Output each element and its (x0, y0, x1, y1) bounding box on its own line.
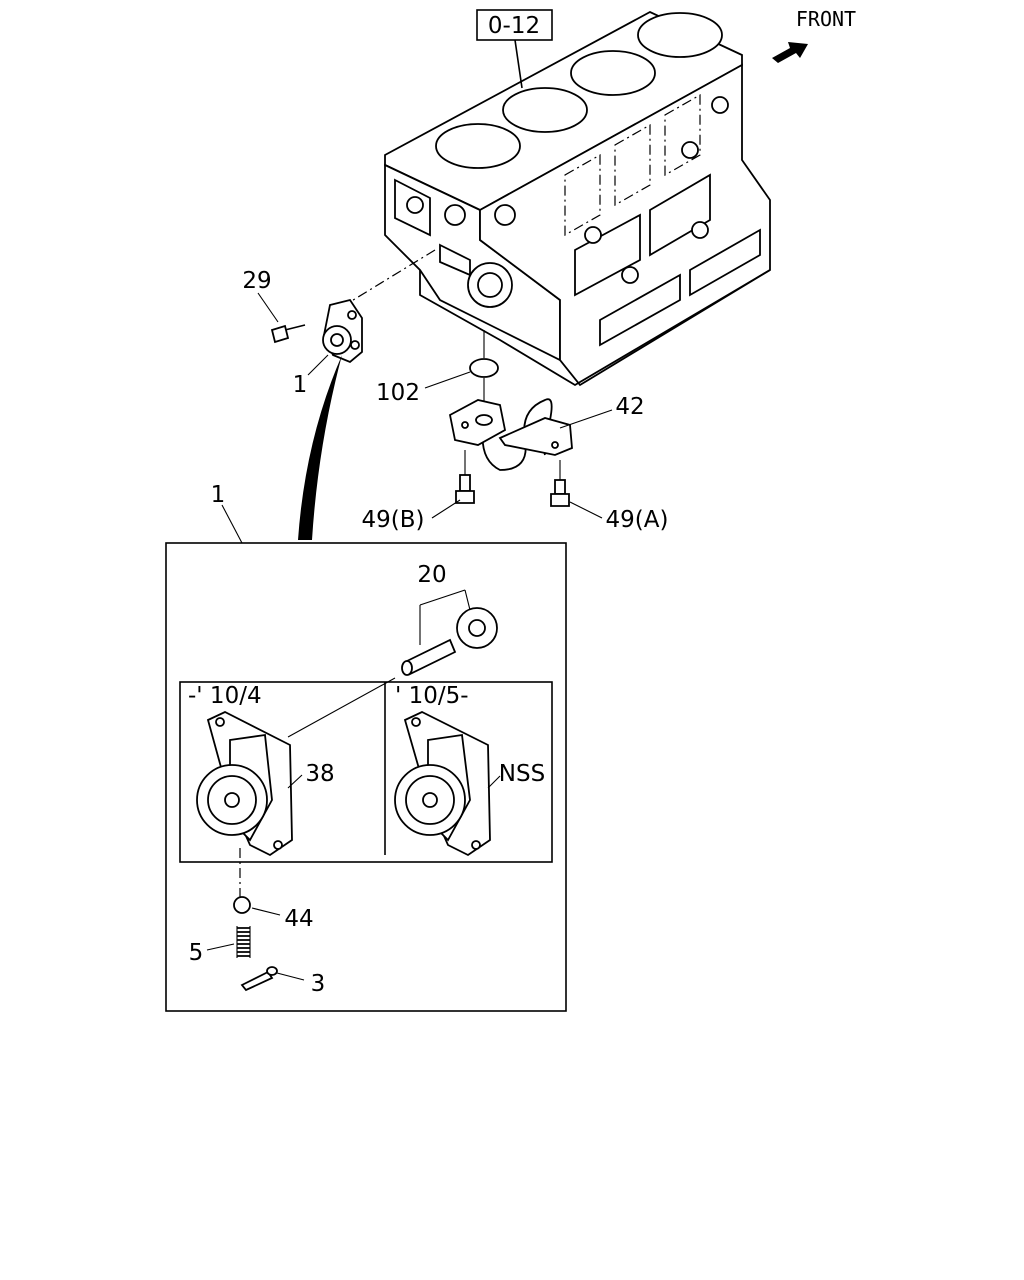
oil-pump-nss (394, 710, 491, 857)
bolt-49b (455, 450, 475, 504)
drive-gear-20 (456, 607, 498, 649)
callout-29: 29 (242, 268, 271, 294)
bolt-29 (270, 324, 306, 344)
callout-42: 42 (615, 394, 644, 420)
relief-spring-5 (236, 926, 251, 958)
drive-shaft-20 (401, 638, 457, 676)
callout-38: 38 (305, 761, 334, 787)
front-arrow-icon (772, 42, 808, 63)
reference-box-label: 0-12 (488, 13, 540, 39)
callout-1-small: 1 (293, 372, 308, 398)
callout-20: 20 (417, 562, 446, 588)
oil-strainer-42 (448, 398, 573, 471)
variant-box (179, 681, 553, 863)
callout-49a: 49(A) (606, 507, 669, 533)
variant-left-label: -' 10/4 (188, 683, 262, 709)
callout-3: 3 (311, 971, 326, 997)
detail-pointer (298, 355, 342, 540)
callout-49b: 49(B) (362, 507, 425, 533)
split-pin-3 (240, 966, 278, 992)
bolt-49a (550, 460, 570, 507)
front-label: FRONT (796, 7, 856, 31)
oil-pump-38 (196, 710, 293, 857)
variant-right-label: ' 10/5- (395, 683, 469, 709)
callout-nss: NSS (499, 761, 545, 787)
callout-1-detail: 1 (211, 482, 226, 508)
check-ball-44 (233, 896, 251, 914)
reference-box: 0-12 (476, 9, 553, 41)
oil-pump-small (322, 298, 363, 364)
callout-5: 5 (189, 940, 204, 966)
engine-block (384, 10, 771, 387)
detail-box (165, 542, 567, 1012)
o-ring-102 (469, 330, 499, 405)
callout-44: 44 (284, 906, 313, 932)
callout-102: 102 (376, 380, 420, 406)
